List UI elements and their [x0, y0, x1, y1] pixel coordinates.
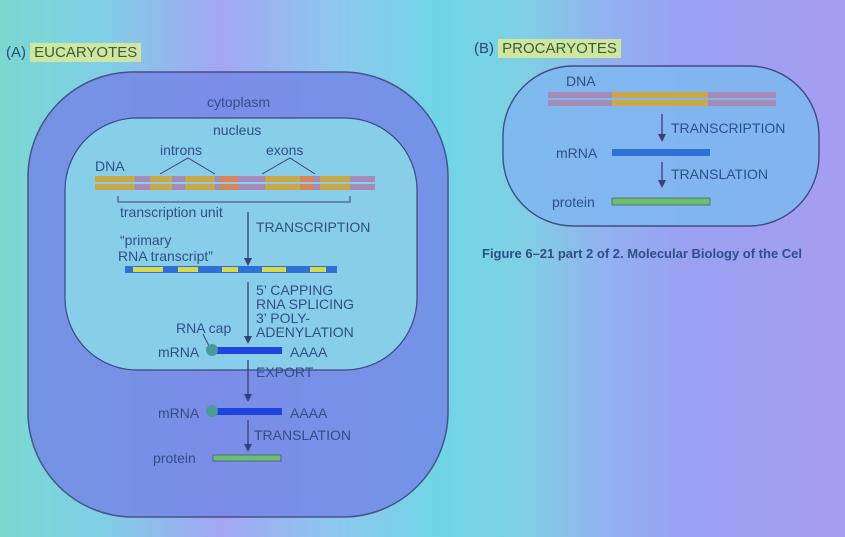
rna-cap-label: RNA cap [176, 320, 232, 336]
prokaryote-transcription-label: TRANSCRIPTION [671, 120, 786, 136]
prokaryote-transcription-arrow [658, 114, 666, 142]
transcription-unit-bracket [117, 196, 351, 203]
cytoplasmic-polya-label: AAAA [290, 405, 328, 421]
eukaryote-protein [212, 454, 282, 462]
processing-capping: 5’ CAPPING [256, 282, 334, 298]
panel-a-title: EUCARYOTES [30, 43, 142, 62]
processing-arrow [244, 282, 252, 344]
eukaryote-translation-label: TRANSLATION [254, 427, 351, 443]
processing-splicing: RNA SPLICING [256, 296, 355, 312]
prokaryote-translation-arrow [658, 162, 666, 188]
transcription-unit-label: transcription unit [120, 204, 223, 220]
panel-a-heading: (A) EUCARYOTES [6, 43, 142, 62]
nuclear-polya-label: AAAA [290, 344, 328, 360]
prokaryote-translation-label: TRANSLATION [671, 166, 768, 182]
panel-b-heading: (B) PROCARYOTES [474, 39, 621, 58]
intron-exon-pointers [159, 157, 316, 175]
export-arrow [244, 360, 252, 402]
cytoplasmic-mrna-label: mRNA [158, 405, 200, 421]
cytoplasm-label: cytoplasm [207, 94, 271, 110]
cytoplasmic-mrna [206, 405, 282, 417]
panel-b-label: (B) [474, 40, 494, 57]
prokaryote-dna [548, 92, 776, 106]
prokaryote-protein [611, 197, 711, 206]
figure-caption: Figure 6–21 part 2 of 2. Molecular Biolo… [482, 246, 803, 261]
prokaryote-mrna-label: mRNA [556, 145, 598, 161]
eukaryote-transcription-label: TRANSCRIPTION [256, 219, 371, 235]
primary-rna-transcript [125, 266, 337, 273]
nuclear-mrna-label: mRNA [158, 344, 200, 360]
panel-a-label: (A) [6, 44, 26, 61]
nuclear-mrna [202, 333, 282, 356]
processing-adenylation: ADENYLATION [256, 324, 354, 340]
exons-label: exons [266, 142, 304, 158]
processing-steps: 5’ CAPPING RNA SPLICING 3’ POLY- ADENYLA… [256, 283, 354, 339]
processing-poly: 3’ POLY- [256, 310, 310, 326]
primary-transcript-label-line1: “primary [120, 232, 172, 248]
transcription-arrow [244, 212, 252, 266]
eukaryote-dna [95, 176, 375, 190]
panel-b-title: PROCARYOTES [498, 39, 621, 58]
introns-label: introns [160, 142, 203, 158]
eukaryote-protein-label: protein [153, 450, 196, 466]
nucleus-compartment [64, 117, 418, 371]
prokaryote-mrna [612, 149, 710, 156]
prokaryote-protein-label: protein [552, 194, 595, 210]
primary-transcript-label-line2: RNA transcript” [118, 248, 213, 264]
export-label: EXPORT [256, 364, 314, 380]
eukaryote-dna-label: DNA [95, 158, 125, 174]
nucleus-label: nucleus [213, 122, 262, 138]
prokaryote-dna-label: DNA [566, 73, 596, 89]
eukaryote-translation-arrow [244, 420, 252, 452]
